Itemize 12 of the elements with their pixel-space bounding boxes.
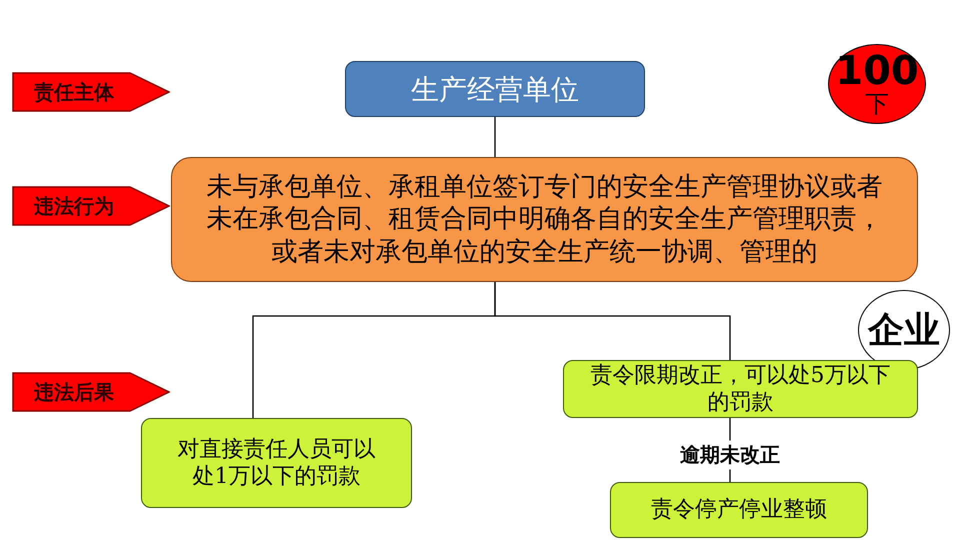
- connector-line: [494, 282, 731, 360]
- process-box: 责令限期改正，可以处5万以下的罚款: [563, 360, 918, 418]
- process-box: 对直接责任人员可以处1万以下的罚款: [141, 418, 412, 508]
- tag-arrow: 违法后果: [12, 372, 170, 412]
- edge-label: 逾期未改正: [677, 440, 783, 470]
- connector-line: [494, 117, 496, 157]
- tag-arrow: 违法行为: [12, 186, 170, 226]
- process-box: 生产经营单位: [345, 61, 645, 117]
- tag-arrow: 责任主体: [12, 72, 170, 112]
- circle-badge: 100 下: [828, 44, 926, 124]
- process-box: 责令停产停业整顿: [610, 482, 868, 538]
- process-box: 未与承包单位、承租单位签订专门的安全生产管理协议或者未在承包合同、租赁合同中明确各自的安全生产管理职责，或者未对承包单位的安全生产统一协调、管理的: [171, 157, 918, 282]
